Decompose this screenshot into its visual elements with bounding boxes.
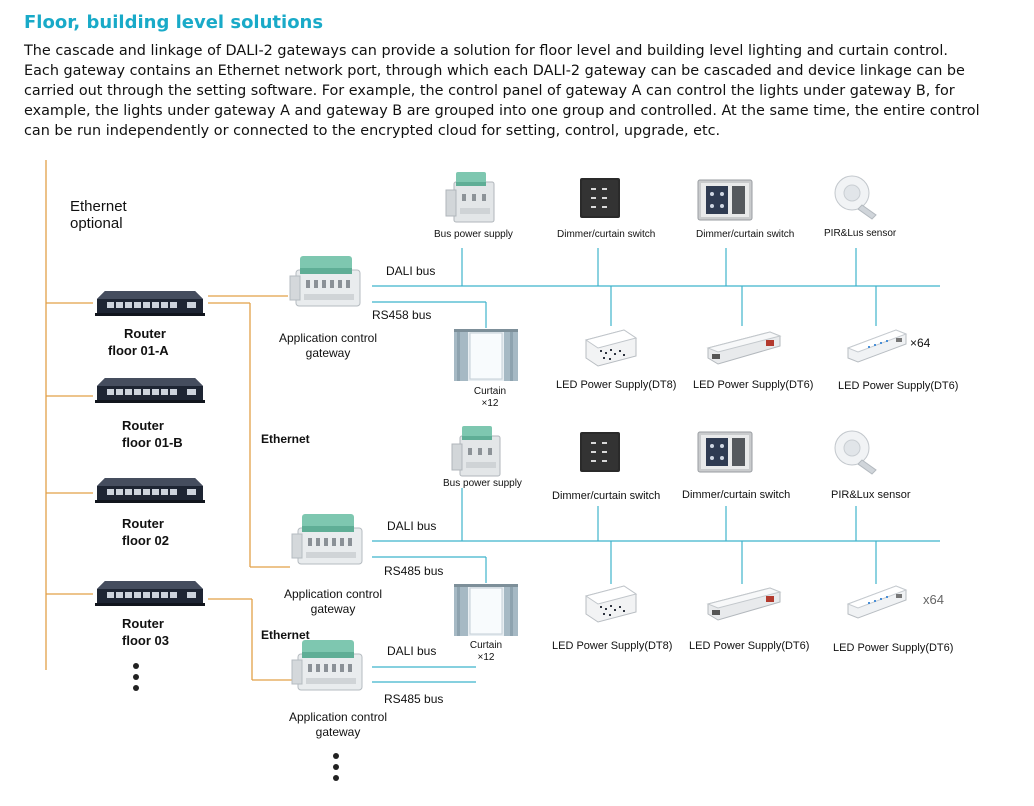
router-icon <box>95 378 205 403</box>
router-icon <box>95 581 205 606</box>
curtain-label: Curtain ×12 <box>473 386 507 409</box>
curtain-label: Curtain ×12 <box>469 640 503 663</box>
led-power-supply-label: LED Power Supply(DT8) <box>556 379 677 391</box>
ethernet-lines <box>45 160 292 681</box>
rs-bus-label: RS458 bus <box>372 308 432 322</box>
dimmer-switch-label: Dimmer/curtain switch <box>557 229 656 240</box>
description-line: can be run independently or connected to… <box>24 123 721 139</box>
led-power-supply-label: LED Power Supply(DT6) <box>838 380 959 392</box>
more-dot <box>133 674 139 680</box>
bus-power-supply-icon <box>451 425 501 477</box>
rs-bus-label: RS485 bus <box>384 564 444 578</box>
led-power-supply-label: LED Power Supply(DT6) <box>833 642 954 654</box>
pir-sensor-icon <box>834 175 877 220</box>
router-label: Router floor 02 <box>122 516 169 548</box>
bus-power-supply-icon <box>445 171 495 223</box>
dali-bus-label: DALI bus <box>387 644 437 658</box>
gateway-label: Application control gateway <box>278 331 378 360</box>
more-dot <box>333 775 339 781</box>
led-power-supply-icon <box>847 585 907 619</box>
gateway-icon <box>291 639 363 691</box>
led-power-supply-icon <box>707 331 781 365</box>
page-title: Floor, building level solutions <box>24 12 324 33</box>
router-icon <box>95 291 205 316</box>
rs-bus-label: RS485 bus <box>384 692 444 706</box>
sensor-label: PIR&Lus sensor <box>824 228 897 239</box>
gateway-icon <box>289 255 361 307</box>
router-label: Router floor 01-A <box>108 326 169 358</box>
led-power-supply-icon <box>585 585 637 623</box>
led-power-supply-label: LED Power Supply(DT8) <box>552 640 673 652</box>
gateway-label: Application control gateway <box>288 710 388 739</box>
led-power-supply-label: LED Power Supply(DT6) <box>689 640 810 652</box>
description-paragraph: The cascade and linkage of DALI-2 gatewa… <box>24 41 1014 141</box>
gateway-label: Application control gateway <box>283 587 383 616</box>
description-line: example, the lights under gateway A and … <box>24 103 980 119</box>
led-power-supply-label: LED Power Supply(DT6) <box>693 379 814 391</box>
gateway-icon <box>291 513 363 565</box>
quantity-multiplier: ×64 <box>910 336 931 350</box>
led-power-supply-icon <box>707 587 781 621</box>
bus-lines <box>372 248 940 683</box>
curtain-icon <box>453 583 519 637</box>
led-power-supply-icon <box>847 329 907 363</box>
led-power-supply-icon <box>585 329 637 367</box>
dimmer-switch-label: Dimmer/curtain switch <box>552 490 661 502</box>
description-line: Each gateway contains an Ethernet networ… <box>24 63 965 79</box>
description-line: carried out through the setting software… <box>24 83 955 99</box>
router-icon <box>95 478 205 503</box>
silver-switch-panel-icon <box>697 431 753 473</box>
dali-bus-label: DALI bus <box>387 519 437 533</box>
dimmer-switch-label: Dimmer/curtain switch <box>682 489 791 501</box>
more-dot <box>333 753 339 759</box>
ethernet-label: Ethernet <box>261 432 310 446</box>
bus-power-supply-label: Bus power supply <box>443 478 522 489</box>
more-dot <box>133 663 139 669</box>
quantity-multiplier: x64 <box>923 592 944 607</box>
sensor-label: PIR&Lux sensor <box>831 489 911 501</box>
curtain-icon <box>453 328 519 382</box>
dark-switch-panel-icon <box>580 432 620 472</box>
bus-power-supply-label: Bus power supply <box>434 229 513 240</box>
dali-bus-label: DALI bus <box>386 264 436 278</box>
more-dot <box>133 685 139 691</box>
ethernet-label: Ethernet <box>261 628 310 642</box>
router-label: Router floor 01-B <box>122 418 183 450</box>
description-line: The cascade and linkage of DALI-2 gatewa… <box>24 43 948 59</box>
silver-switch-panel-icon <box>697 179 753 221</box>
dimmer-switch-label: Dimmer/curtain switch <box>696 229 795 240</box>
dark-switch-panel-icon <box>580 178 620 218</box>
ethernet-optional-label: Ethernet optional <box>70 198 127 232</box>
more-dot <box>333 764 339 770</box>
router-label: Router floor 03 <box>122 616 169 648</box>
pir-sensor-icon <box>834 430 877 475</box>
